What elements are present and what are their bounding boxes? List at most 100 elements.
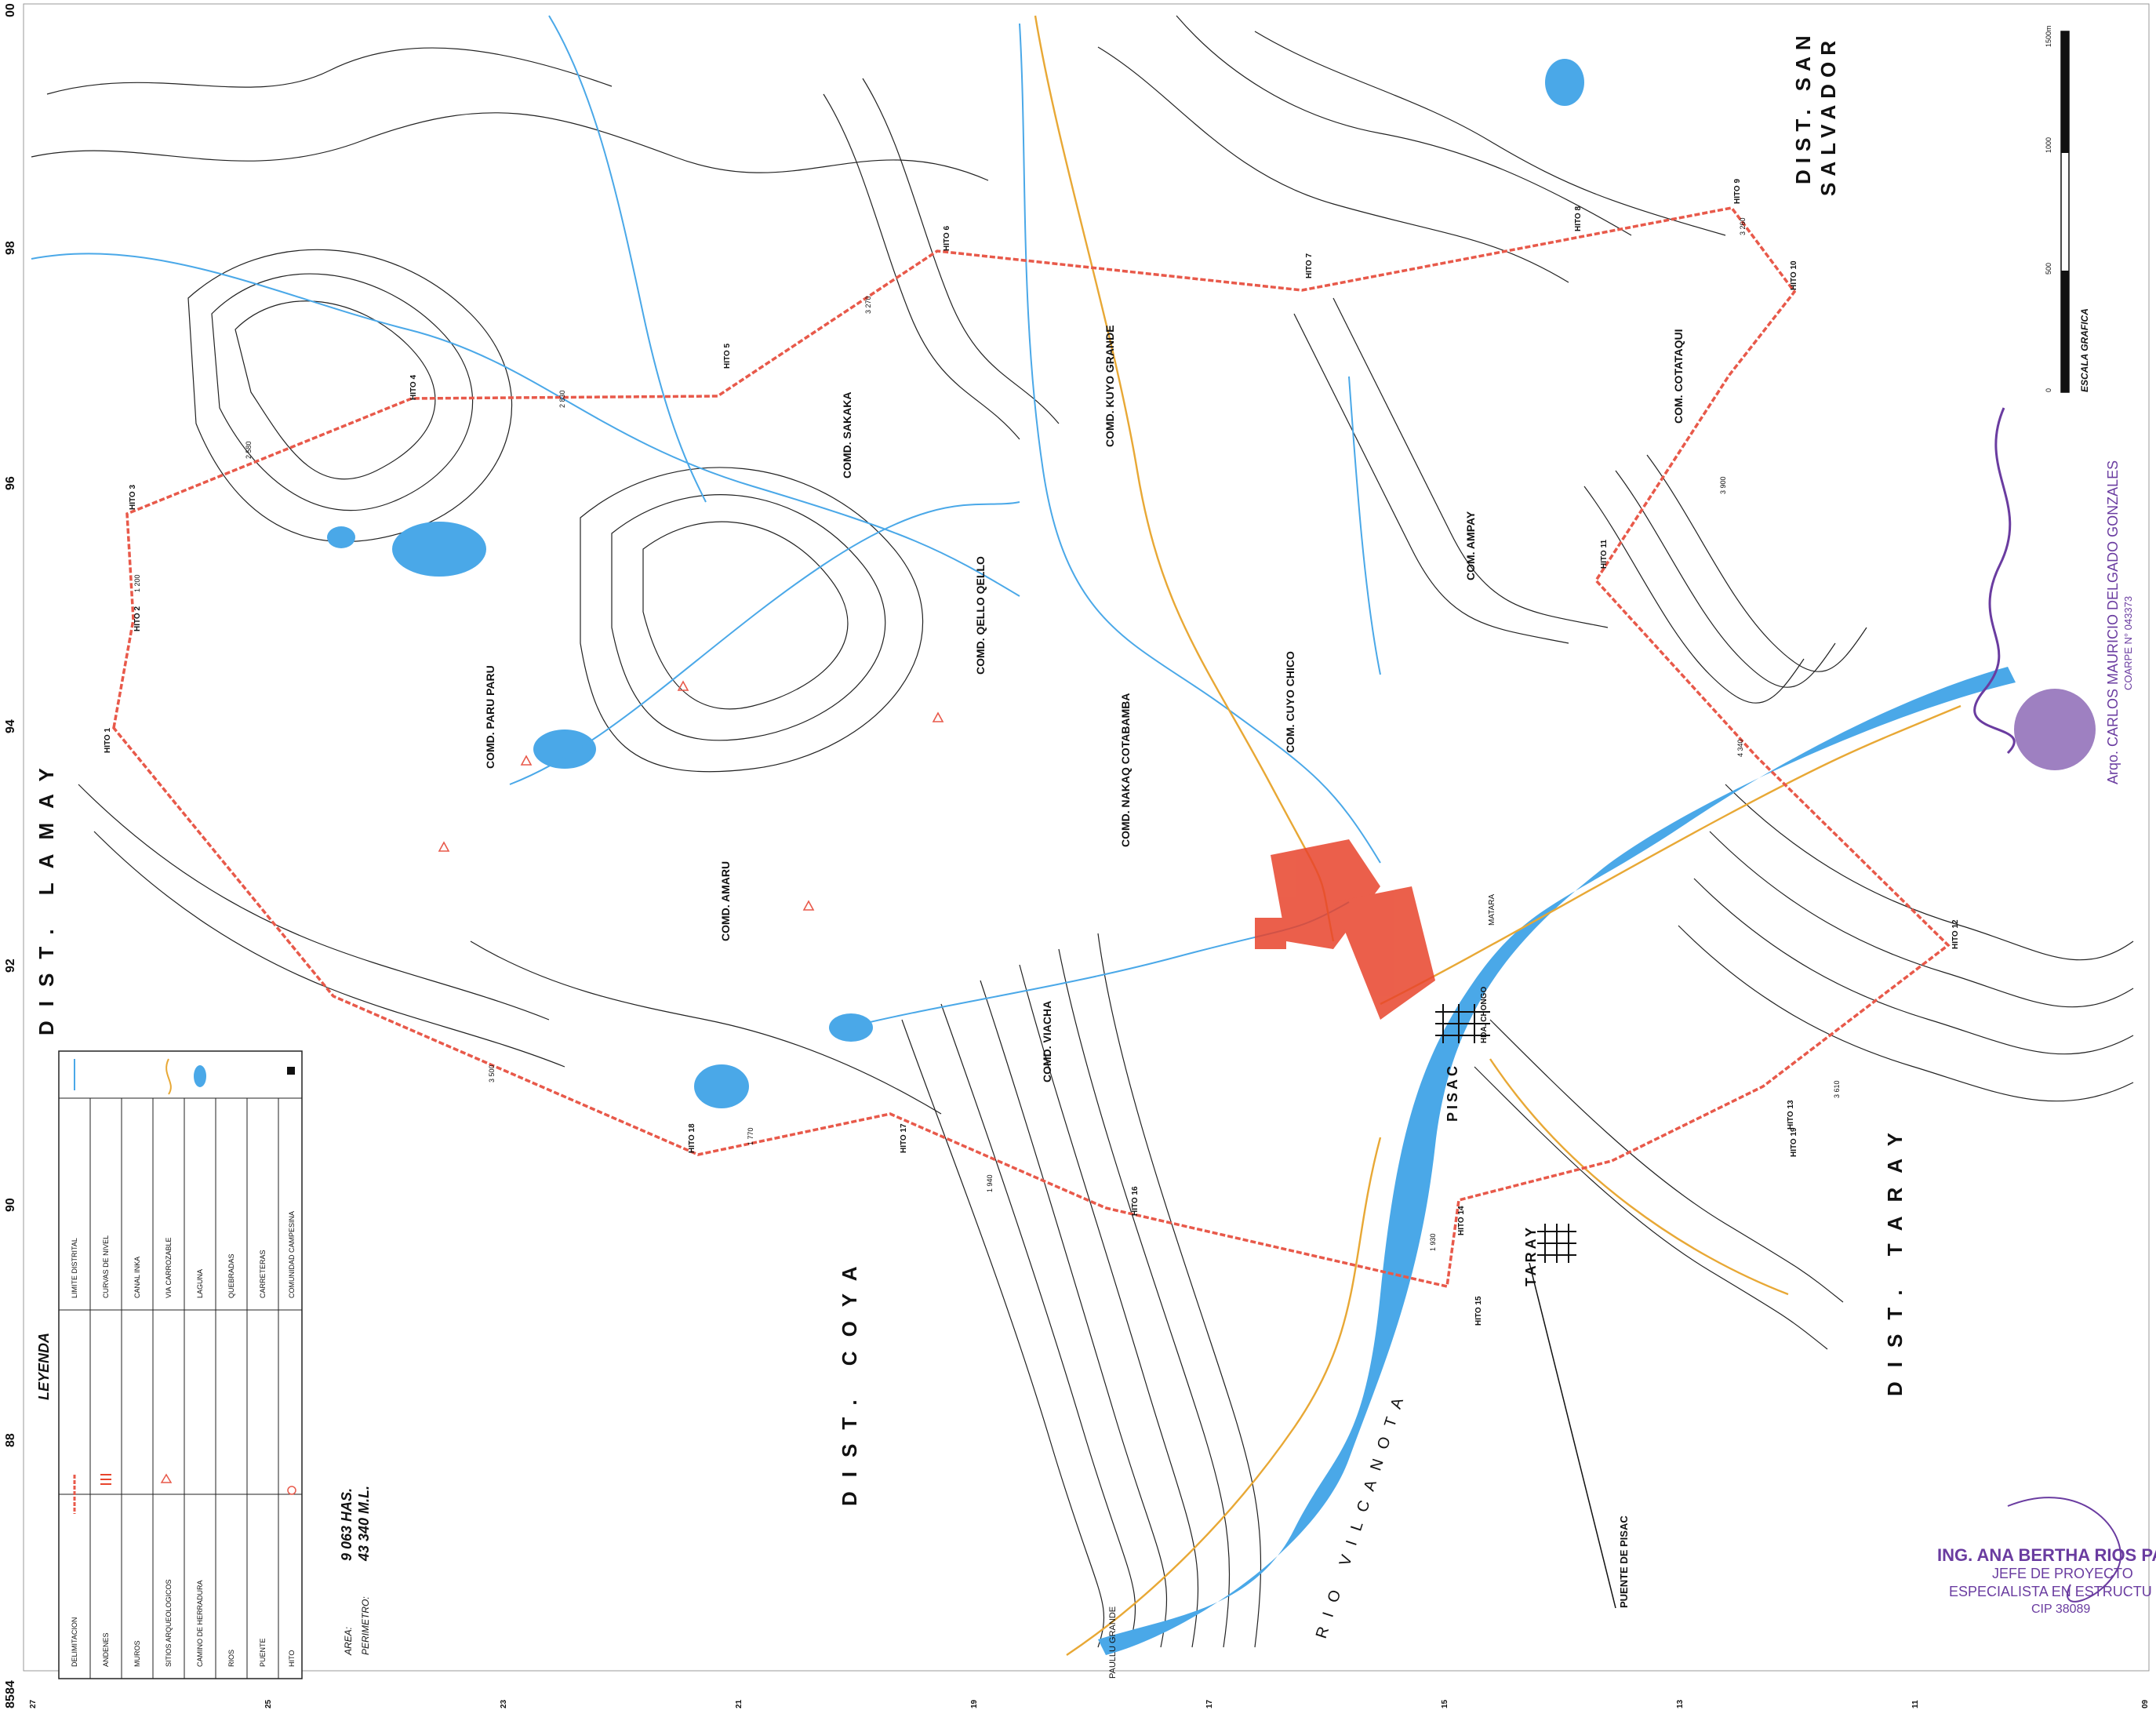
legend-title: LEYENDA [36, 1333, 52, 1400]
legend-row-right: CURVAS DE NIVEL [102, 1235, 110, 1298]
hito-label: HITO 12 [1951, 919, 1960, 949]
scale-tick: 1000 [2045, 137, 2052, 153]
coord-left: 90 [4, 1198, 17, 1212]
community-label: COM. AMPAY [1464, 511, 1477, 580]
hito-label: HITO 14 [1457, 1206, 1466, 1235]
archaeological-sites [438, 680, 944, 911]
coord-bottom: 15 [1441, 1699, 1449, 1708]
legend-row-right: VIA CARROZABLE [165, 1237, 173, 1298]
area-label: AREA: [343, 1627, 354, 1656]
hito-label: HITO 10 [1790, 260, 1798, 290]
coord-bottom: 13 [1676, 1699, 1685, 1708]
area-value: 9 063 HAS. [339, 1488, 354, 1561]
elevation-label: 1 770 [747, 1127, 754, 1145]
elevation-label: 3 610 [1833, 1080, 1841, 1098]
elevation-label: 1 200 [133, 574, 141, 592]
hito-label: HITO 8 [1574, 206, 1583, 231]
hito-label: HITO 9 [1733, 179, 1742, 204]
community-label: COM. CUYO CHICO [1284, 651, 1296, 753]
stamp-cip: CIP 38089 [2031, 1603, 2090, 1616]
community-label: COMD. SAKAKA [841, 392, 853, 478]
laguna-1 [392, 522, 486, 577]
legend-terrace-symbol [100, 1474, 111, 1485]
community-label: COMD. VIACHA [1041, 1001, 1053, 1082]
legend-row-right: QUEBRADAS [227, 1253, 235, 1298]
legend-row-left: ANDENES [102, 1632, 110, 1667]
district-boundary [112, 206, 1951, 1289]
hito-label: HITO 4 [409, 375, 418, 400]
signature-icon [1973, 407, 2016, 755]
laguna-4 [829, 1013, 873, 1042]
district-label-taray: DIST. TARAY [1883, 1119, 1907, 1396]
hito-label: HITO 5 [723, 344, 732, 369]
scale-tick: 500 [2045, 263, 2052, 275]
stamp-role: JEFE DE PROYECTO [1992, 1566, 2133, 1581]
hito-label: HITO 18 [688, 1123, 696, 1153]
streams [31, 15, 1381, 1028]
town-grids [1435, 1004, 1616, 1609]
coord-left: 88 [4, 1433, 17, 1447]
legend-road-symbol [165, 1058, 172, 1095]
district-labels: DIST. LAMAY DIST. COYA DIST. TARAY DIST.… [35, 29, 1907, 1506]
place-label: MATARA [1488, 893, 1496, 926]
district-label-coya: DIST. COYA [838, 1252, 861, 1506]
hito-label: HITO 15 [1474, 1296, 1483, 1326]
scale-tick: 0 [2045, 388, 2052, 392]
stamp-role: ESPECIALISTA EN ESTRUCTU [1949, 1584, 2152, 1599]
legend-community-symbol [287, 1067, 295, 1075]
stamp-name: ING. ANA BERTHA RIOS PA [1937, 1545, 2156, 1565]
legend-row-right: CANAL INKA [133, 1257, 141, 1298]
legend-row-left: SITIOS ARQUEOLOGICOS [165, 1579, 173, 1667]
seal-icon [2014, 689, 2096, 770]
perimeter-value: 43 340 M.L. [356, 1486, 372, 1562]
vilcanota-river [1098, 667, 2016, 1655]
legend-row-right: LIMITE DISTRITAL [71, 1238, 78, 1298]
terraces [1255, 839, 1435, 1020]
hito-label: HITO 17 [900, 1123, 908, 1153]
coord-left-prefix: 00 [4, 3, 17, 17]
laguna-3 [694, 1064, 749, 1108]
legend-row-left: PUENTE [259, 1638, 267, 1667]
coord-bottom: 09 [2141, 1699, 2150, 1708]
community-labels: COMD. PARU PARU COMD. AMARU COMD. SAKAKA… [484, 325, 1685, 1082]
elevation-labels: 2 580 2 830 3 270 3 260 3 900 4 340 3 61… [133, 217, 1841, 1251]
coord-left: 92 [4, 959, 17, 973]
legend-row-left: RIOS [227, 1650, 235, 1667]
rivers [327, 59, 2016, 1655]
elevation-label: 2 830 [558, 390, 566, 408]
coord-bottom-prefix: 85 [4, 1694, 17, 1708]
town-label-taray: TARAY [1523, 1224, 1539, 1286]
hito-label: HITO 3 [129, 485, 137, 510]
elevation-label: 3 500 [488, 1064, 496, 1082]
coord-bottom: 27 [29, 1699, 38, 1708]
coord-left: 94 [4, 719, 17, 733]
hito-label: HITO 7 [1305, 253, 1314, 278]
architect-stamp: Arqo. CARLOS MAURICIO DELGADO GONZALES C… [1973, 407, 2134, 784]
stamp-name: Arqo. CARLOS MAURICIO DELGADO GONZALES [2105, 460, 2121, 784]
legend-row-left: CAMINO DE HERRADURA [196, 1580, 204, 1667]
elevation-label: 3 260 [1739, 217, 1747, 235]
legend-row-right: COMUNIDAD CAMPESINA [288, 1211, 296, 1298]
hito-label: HITO 16 [1131, 1186, 1140, 1216]
coord-left: 84 [4, 1680, 17, 1694]
legend-row-left: DELIMITACION [71, 1617, 78, 1667]
roads [1034, 15, 1961, 1656]
legend-hito-symbol [287, 1486, 296, 1495]
hito-label: HITO 11 [1600, 540, 1609, 569]
hito-label: HITO 6 [943, 226, 951, 251]
engineer-stamp: ING. ANA BERTHA RIOS PA JEFE DE PROYECTO… [1937, 1497, 2156, 1616]
scale-title: ESCALA GRAFICA [2079, 308, 2090, 392]
bridge-label: PUENTE DE PISAC [1618, 1515, 1630, 1608]
coordinate-labels: 00 98 96 94 92 90 88 84 85 27 25 23 21 1… [4, 3, 2150, 1708]
stamp-reg: COARPE N° 043373 [2122, 596, 2134, 690]
hito-label: HITO 2 [133, 606, 142, 631]
elevation-label: 1 930 [1429, 1233, 1437, 1251]
legend-triangle-symbol [160, 1473, 173, 1483]
perimeter-label: PERIMETRO: [360, 1596, 371, 1655]
elevation-label: 3 900 [1719, 476, 1727, 494]
place-label: PAULLU GRANDE [1108, 1606, 1118, 1679]
hito-labels: HITO 1 HITO 2 HITO 3 HITO 4 HITO 5 HITO … [104, 179, 1960, 1326]
coord-bottom: 19 [970, 1699, 979, 1708]
legend-row-right: LAGUNA [196, 1269, 204, 1298]
community-label: COM. COTATAQUI [1672, 329, 1685, 424]
